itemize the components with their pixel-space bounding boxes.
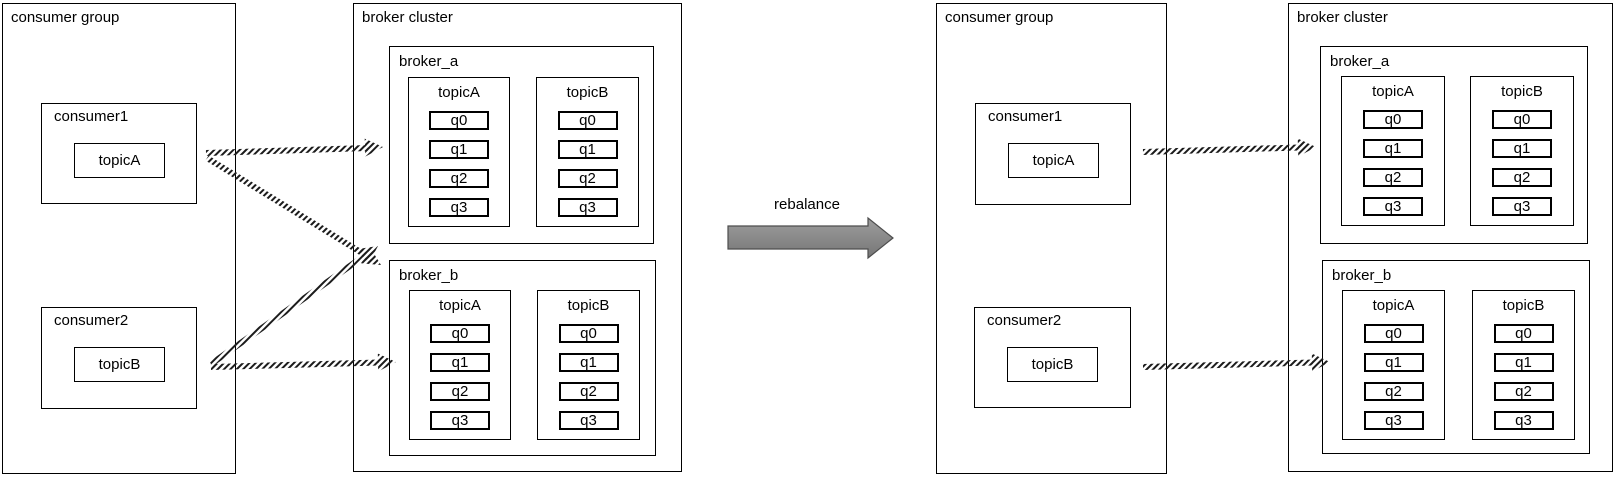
before-broker-b-label: broker_b	[399, 267, 459, 284]
after-broker-a-topicB-box: topicB q0 q1 q2 q3	[1470, 76, 1574, 226]
queue-box: q1	[1363, 353, 1424, 372]
queue-box: q0	[557, 111, 618, 130]
before-consumer1-box: consumer1 topicA	[41, 103, 197, 204]
queue-box: q0	[430, 324, 490, 343]
after-broker-a-topicA-box: topicA q0 q1 q2 q3	[1341, 76, 1445, 226]
before-broker-a-label: broker_a	[399, 53, 459, 70]
queue-box: q1	[429, 140, 489, 159]
queue-box: q3	[1363, 197, 1423, 216]
queue-box: q3	[558, 411, 619, 430]
after-consumer-group-title: consumer group	[945, 9, 1054, 26]
queue-box: q2	[557, 169, 618, 188]
topic-name: topicB	[1502, 297, 1545, 314]
before-consumer2-topic-chip: topicB	[74, 347, 165, 382]
topic-name: topicB	[566, 84, 609, 101]
before-broker-cluster-box: broker cluster broker_a topicA q0 q1 q2 …	[353, 3, 682, 472]
queue-box: q3	[1492, 197, 1552, 216]
queue-box: q3	[429, 198, 489, 217]
queue-box: q2	[1493, 382, 1554, 401]
before-broker-b-topicB-box: topicB q0 q1 q2 q3	[537, 290, 640, 440]
before-consumer1-topic-chip: topicA	[74, 143, 165, 178]
after-consumer2-topic-chip: topicB	[1007, 347, 1098, 382]
queue-box: q1	[1493, 353, 1554, 372]
after-broker-cluster-title: broker cluster	[1297, 9, 1388, 26]
queue-box: q2	[429, 169, 489, 188]
before-consumer1-label: consumer1	[54, 108, 129, 125]
before-broker-a-box: broker_a topicA q0 q1 q2 q3 topicB q0 q1…	[389, 46, 654, 244]
queue-box: q0	[429, 111, 489, 130]
queue-box: q3	[430, 411, 490, 430]
queue-box: q0	[1363, 324, 1424, 343]
queue-box: q2	[1492, 168, 1552, 187]
queue-box: q2	[558, 382, 619, 401]
before-consumer2-label: consumer2	[54, 312, 129, 329]
after-broker-b-box: broker_b topicA q0 q1 q2 q3 topicB q0 q1…	[1322, 260, 1590, 454]
after-consumer1-label: consumer1	[988, 108, 1063, 125]
rebalance-arrow-icon	[727, 216, 894, 260]
queue-box: q1	[557, 140, 618, 159]
after-consumer2-label: consumer2	[987, 312, 1062, 329]
queue-box: q1	[1492, 139, 1552, 158]
after-consumer-group-box: consumer group consumer1 topicA consumer…	[936, 3, 1167, 474]
after-broker-b-label: broker_b	[1332, 267, 1392, 284]
after-consumer1-box: consumer1 topicA	[975, 103, 1131, 205]
queue-box: q2	[1363, 168, 1423, 187]
queue-box: q3	[557, 198, 618, 217]
queue-box: q1	[1363, 139, 1423, 158]
queue-box: q3	[1363, 411, 1424, 430]
queue-box: q0	[1363, 110, 1423, 129]
before-broker-a-topicA-box: topicA q0 q1 q2 q3	[408, 77, 510, 227]
queue-box: q0	[1493, 324, 1554, 343]
after-broker-cluster-box: broker cluster broker_a topicA q0 q1 q2 …	[1288, 3, 1613, 472]
queue-box: q1	[558, 353, 619, 372]
before-consumer2-box: consumer2 topicB	[41, 307, 197, 409]
after-broker-a-box: broker_a topicA q0 q1 q2 q3 topicB q0 q1…	[1320, 46, 1588, 244]
queue-box: q2	[1363, 382, 1424, 401]
topic-name: topicB	[1501, 83, 1543, 100]
queue-box: q2	[430, 382, 490, 401]
topic-name: topicA	[1372, 297, 1415, 314]
topic-name: topicA	[1372, 83, 1414, 100]
before-broker-b-topicA-box: topicA q0 q1 q2 q3	[409, 290, 511, 440]
queue-box: q1	[430, 353, 490, 372]
before-consumer-group-title: consumer group	[11, 9, 120, 26]
after-broker-a-label: broker_a	[1330, 53, 1390, 70]
after-broker-b-topicB-box: topicB q0 q1 q2 q3	[1472, 290, 1575, 440]
topic-name: topicB	[567, 297, 610, 314]
topic-name: topicA	[438, 84, 480, 101]
before-broker-b-box: broker_b topicA q0 q1 q2 q3 topicB q0 q1…	[389, 260, 656, 456]
after-consumer2-box: consumer2 topicB	[974, 307, 1131, 408]
before-broker-a-topicB-box: topicB q0 q1 q2 q3	[536, 77, 639, 227]
queue-box: q0	[558, 324, 619, 343]
after-consumer1-topic-chip: topicA	[1008, 143, 1099, 178]
queue-box: q0	[1492, 110, 1552, 129]
topic-name: topicA	[439, 297, 481, 314]
before-consumer-group-box: consumer group consumer1 topicA consumer…	[2, 3, 236, 474]
before-broker-cluster-title: broker cluster	[362, 9, 453, 26]
rebalance-label: rebalance	[774, 196, 840, 213]
after-broker-b-topicA-box: topicA q0 q1 q2 q3	[1342, 290, 1445, 440]
queue-box: q3	[1493, 411, 1554, 430]
